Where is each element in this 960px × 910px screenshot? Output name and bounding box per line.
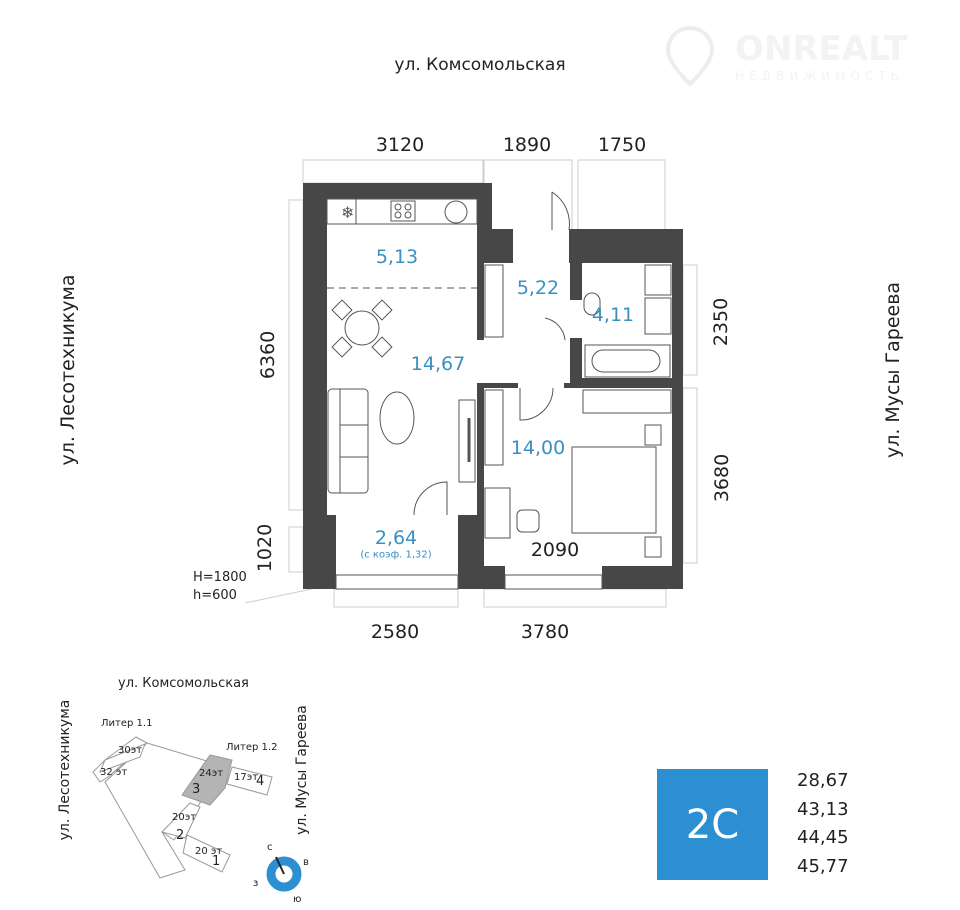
apartment-type-badge: 2С [657,769,768,880]
site-floors-20a: 20эт [172,812,197,823]
street-top: ул. Комсомольская [394,55,566,75]
area-value-4: 45,77 [797,856,849,877]
compass-east: в [303,857,309,868]
street-right: ул. Мусы Гареева [882,281,904,459]
area-value-2: 43,13 [797,799,849,820]
site-plan [92,736,302,892]
dim-right-1: 2350 [710,297,732,347]
compass-north: с [267,842,273,853]
room-balcony [336,515,458,589]
area-kitchen: 5,13 [375,246,419,268]
dim-left-1: 6360 [257,330,279,380]
site-street-left: ул. Лесотехникума [57,699,73,841]
area-bedroom: 14,00 [510,437,566,459]
svg-text:ONREALT: ONREALT [735,29,908,69]
svg-text:❄: ❄ [341,203,354,222]
site-floors-24: 24эт [199,768,224,779]
compass-west: з [253,878,259,889]
compass-icon [266,856,302,892]
compass-south: ю [293,894,302,905]
site-liter-2: Литер 1.2 [226,742,278,753]
dim-left-2: 1020 [254,523,276,573]
dim-top-1: 3120 [375,134,425,156]
area-hall: 5,22 [516,277,560,299]
area-value-3: 44,45 [797,827,849,848]
site-section-1: 1 [212,854,221,869]
dim-bottom-2: 3780 [520,621,570,643]
room-living [327,199,477,515]
site-section-3: 3 [192,782,201,797]
dim-top-3: 1750 [597,134,647,156]
floor-plan: ❄ [244,159,698,608]
site-floors-20b: 20 эт [195,846,223,857]
area-bathroom: 4,11 [591,304,635,326]
site-liter-1: Литер 1.1 [101,718,153,729]
section-3 [181,754,233,806]
area-living: 14,67 [410,353,466,375]
site-floors-17: 17эт [234,772,259,783]
dim-right-2: 3680 [711,453,733,503]
room-bedroom [484,388,672,566]
site-floors-30: 30эт [118,745,143,756]
street-left: ул. Лесотехникума [57,274,79,466]
dim-inner: 2090 [530,539,580,561]
site-street-right: ул. Мусы Гареева [294,705,310,835]
svg-text:НЕДВИЖИМОСТЬ: НЕДВИЖИМОСТЬ [735,69,904,83]
area-balcony: 2,64 [374,527,418,549]
room-bathroom [582,263,672,378]
site-street-top: ул. Комсомольская [118,676,249,691]
site-section-2: 2 [176,828,185,843]
site-floors-32: 32 эт [100,767,128,778]
watermark-logo: ONREALT НЕДВИЖИМОСТЬ [660,20,940,94]
area-value-1: 28,67 [797,770,849,791]
dim-bottom-1: 2580 [370,621,420,643]
window-height: H=1800 [193,570,247,585]
furniture: ❄ [326,191,672,590]
site-section-4: 4 [256,774,265,789]
dim-top-2: 1890 [502,134,552,156]
window-sill: h=600 [193,588,237,603]
balcony-coefficient: (с коэф. 1,32) [360,549,432,561]
